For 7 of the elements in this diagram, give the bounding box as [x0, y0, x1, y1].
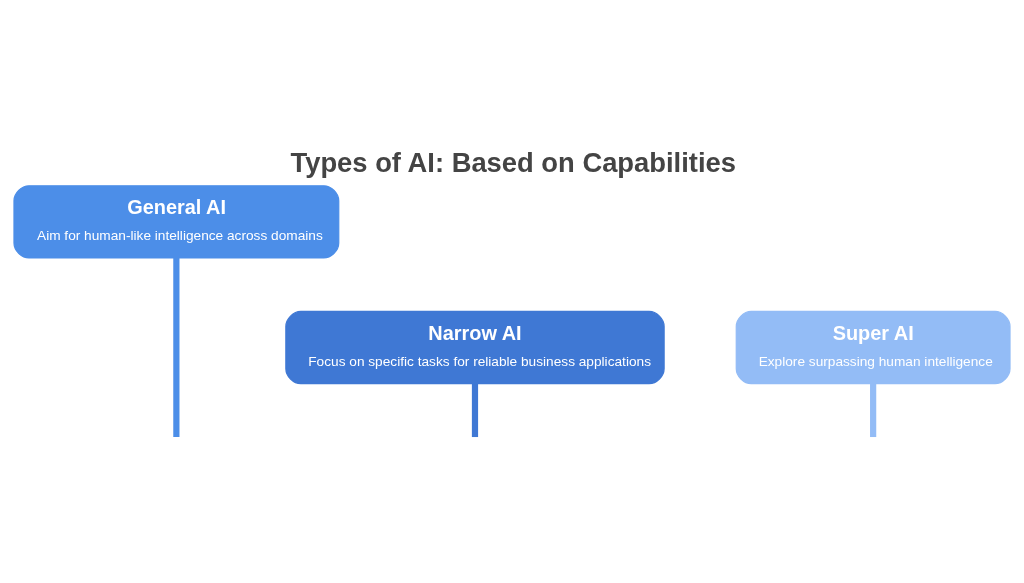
- node-box: General AI Aim for human-like intelligence across domains: [13, 184, 340, 259]
- connector: [870, 383, 877, 437]
- node-box: Narrow AI Focus on specific tasks for reliable business applications: [285, 310, 665, 384]
- connector: [471, 383, 479, 437]
- diagram-title: Types of AI: Based on Capabilities: [290, 146, 736, 178]
- connector: [173, 257, 180, 437]
- node-box: Super AI Explore surpassing human intelligence: [735, 310, 1011, 384]
